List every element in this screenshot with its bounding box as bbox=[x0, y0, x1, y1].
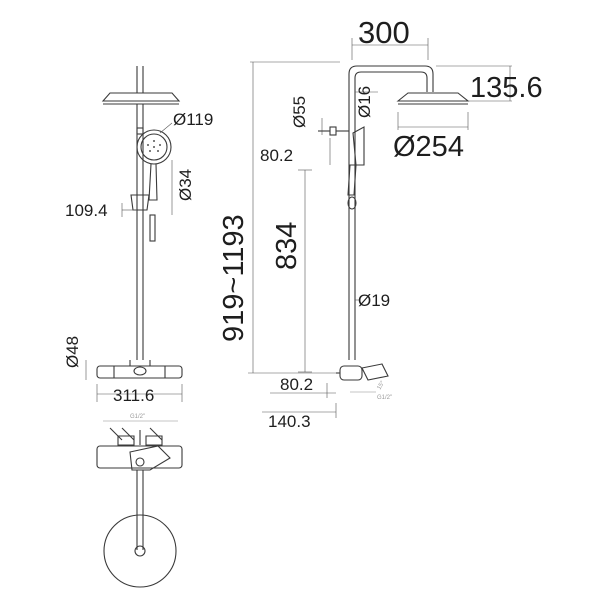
front-riser bbox=[130, 104, 156, 360]
arm-length-label: 300 bbox=[358, 15, 410, 50]
holder-projection-label: 80.2 bbox=[260, 146, 293, 165]
top-view: G1/2" bbox=[96, 414, 183, 588]
valve-diameter-label: Ø48 bbox=[63, 336, 82, 368]
side-valve: 15° G1/2" bbox=[336, 363, 392, 401]
head-diameter-label: Ø254 bbox=[393, 131, 464, 163]
handle-diameter-label: Ø34 bbox=[176, 169, 195, 201]
front-hand-shower bbox=[136, 127, 172, 201]
front-view: Ø119 Ø34 109.4 Ø48 311.6 bbox=[63, 66, 213, 405]
spout-projection-label: 140.3 bbox=[268, 412, 311, 431]
height-range-label: 919~1193 bbox=[218, 214, 250, 342]
arm-tube-diameter-label: Ø16 bbox=[355, 86, 374, 118]
riser-diameter-label: Ø19 bbox=[358, 291, 390, 310]
head-drop-label: 135.6 bbox=[470, 72, 543, 104]
top-thread-label: G1/2" bbox=[130, 414, 145, 420]
holder-diameter-label: Ø55 bbox=[290, 96, 309, 128]
side-thread-label: G1/2" bbox=[377, 395, 392, 401]
front-valve bbox=[96, 360, 183, 379]
thread-angle-label: 15° bbox=[377, 380, 387, 391]
riser-length-label: 834 bbox=[271, 222, 303, 270]
front-rain-head bbox=[101, 66, 181, 105]
side-view: 300 135.6 Ø254 Ø16 Ø55 80.2 bbox=[218, 15, 543, 431]
holder-offset-label: 109.4 bbox=[65, 201, 108, 220]
valve-width-label: 311.6 bbox=[113, 386, 154, 405]
valve-projection-label: 80.2 bbox=[280, 375, 313, 394]
handshower-diameter-label: Ø119 bbox=[173, 110, 213, 129]
